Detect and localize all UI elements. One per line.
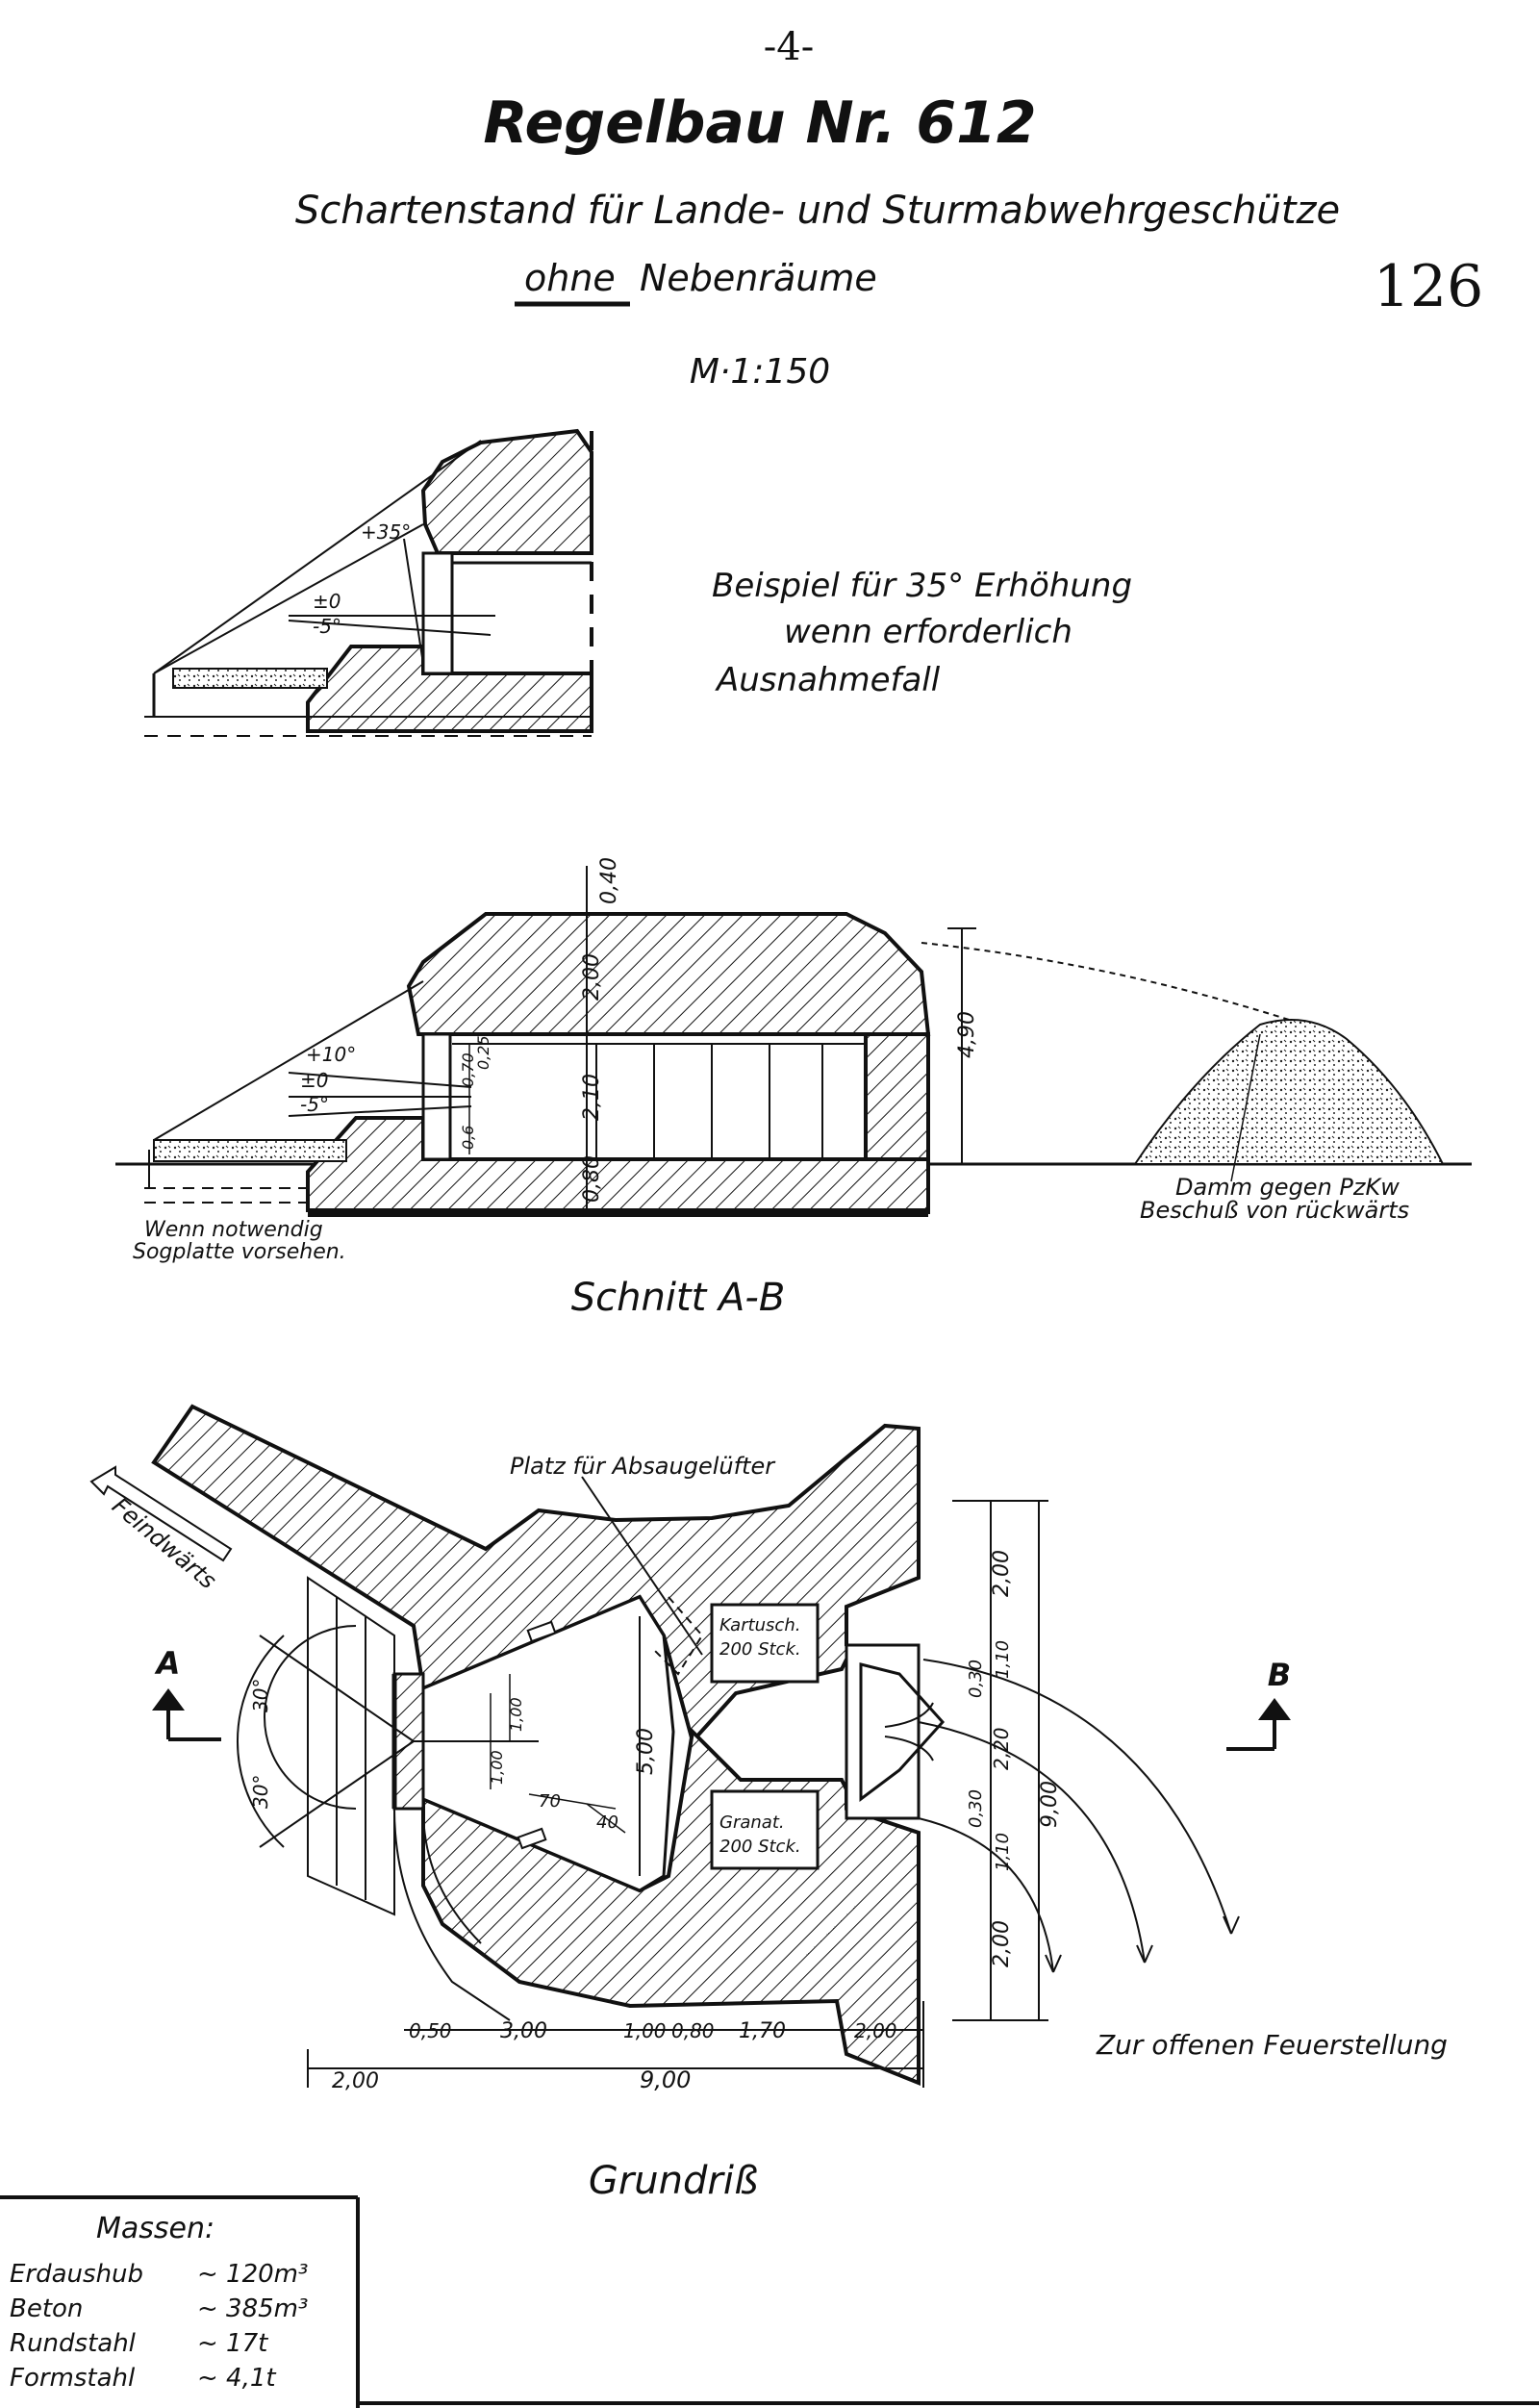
section-angle-up: +10°	[306, 1043, 356, 1066]
section-marker-b: B	[1268, 1657, 1291, 1693]
fire-angle-bottom: 30°	[249, 1775, 272, 1809]
bottom-dim-1: 0,50	[409, 2019, 452, 2042]
bottom-dim-4: 0,80	[671, 2019, 715, 2042]
bottom-dim-5: 1,70	[739, 2019, 786, 2043]
massen-row-value-3: ~ 4,1t	[197, 2364, 276, 2393]
bottom-dim-left: 2,00	[332, 2069, 379, 2093]
section-note-left-line2: Sogplatte vorsehen.	[133, 1240, 346, 1264]
section-dim-roof: 2,00	[580, 953, 604, 1001]
section-marker-a-arrow	[152, 1688, 185, 1711]
example-note-line2: wenn erforderlich	[784, 613, 1072, 651]
sheet-number: 126	[1374, 253, 1484, 320]
right-dim-4: 2,20	[990, 1727, 1013, 1770]
section-dim-floor: 0,80	[580, 1155, 604, 1203]
dam-note-line1: Damm gegen PzKw	[1175, 1174, 1400, 1201]
dim-40: 40	[596, 1812, 618, 1833]
massen-row-label-3: Formstahl	[10, 2364, 136, 2393]
room-cartridge-line1: Kartusch.	[719, 1615, 800, 1635]
fire-angle-top: 30°	[249, 1679, 272, 1712]
bottom-dim-6: 2,00	[854, 2019, 897, 2042]
massen-box	[0, 2195, 1539, 2408]
exit-note: Zur offenen Feuerstellung	[1096, 2029, 1448, 2061]
enemy-direction-arrow	[89, 1465, 233, 1562]
massen-row-label-1: Beton	[10, 2294, 83, 2323]
room-cartridge-line2: 200 Stck.	[719, 1639, 801, 1660]
right-dim-6: 1,10	[993, 1833, 1013, 1871]
massen-row-value-2: ~ 17t	[197, 2329, 268, 2358]
example-section: +35° ±0 -5°	[144, 428, 593, 737]
dam-note-line2: Beschuß von rückwärts	[1140, 1197, 1409, 1224]
floor-plan	[89, 1404, 1291, 2088]
section-angle-zero: ±0	[300, 1069, 328, 1092]
massen-row-value-1: ~ 385m³	[197, 2294, 308, 2323]
section-dim-small3: 0,6	[459, 1126, 477, 1150]
bottom-dim-3: 1,00	[623, 2019, 667, 2042]
massen-row-label-2: Rundstahl	[10, 2329, 137, 2358]
subtitle-rest: Nebenräume	[640, 257, 877, 299]
right-dim-1: 2,00	[990, 1550, 1014, 1597]
drawing-title: Regelbau Nr. 612	[483, 89, 1036, 157]
massen-title: Massen:	[96, 2212, 214, 2245]
anti-tank-dam	[1133, 1019, 1445, 1165]
right-dim-5: 0,30	[966, 1789, 986, 1828]
example-angle-down: -5°	[313, 615, 341, 638]
section-roof	[406, 912, 931, 1036]
section-ab: +10° ±0 -5° 0,40 2,00 2,10 0,80 0,70 0,2…	[115, 857, 1472, 1217]
bottom-dim-2: 3,00	[500, 2019, 547, 2043]
page-number: -4-	[764, 25, 814, 69]
example-angle-zero: ±0	[313, 590, 341, 613]
dim-70: 70	[539, 1791, 561, 1812]
section-dim-small2: 0,25	[474, 1035, 492, 1070]
example-roof	[420, 428, 593, 555]
dim-100a: 1,00	[488, 1750, 506, 1785]
room-shell-line1: Granat.	[719, 1812, 785, 1833]
right-dim-total: 9,00	[1038, 1781, 1062, 1828]
section-floor	[306, 1116, 930, 1212]
example-note-line3: Ausnahmefall	[715, 661, 941, 699]
section-dim-room: 2,10	[580, 1074, 604, 1121]
section-caption: Schnitt A-B	[571, 1276, 786, 1320]
example-angle-up: +35°	[361, 520, 411, 544]
dim-100b: 1,00	[507, 1697, 525, 1732]
section-dim-total: 4,90	[955, 1011, 979, 1058]
section-angle-down: -5°	[300, 1093, 329, 1116]
section-dim-small1: 0,70	[459, 1052, 477, 1087]
section-marker-a: A	[154, 1645, 181, 1682]
example-note-line1: Beispiel für 35° Erhöhung	[712, 567, 1132, 605]
room-shell-line2: 200 Stck.	[719, 1837, 801, 1857]
right-dim-7: 2,00	[990, 1920, 1014, 1967]
section-dim-top: 0,40	[597, 857, 621, 904]
massen-row-label-0: Erdaushub	[10, 2260, 143, 2289]
dim-inner-height: 5,00	[634, 1728, 658, 1775]
subtitle-underlined-word: ohne	[524, 257, 616, 299]
scale-label: M·1:150	[690, 352, 830, 392]
drawing-subtitle: Schartenstand für Lande- und Sturmabwehr…	[295, 189, 1340, 233]
section-note-left-line1: Wenn notwendig	[144, 1218, 323, 1242]
massen-row-value-0: ~ 120m³	[197, 2260, 308, 2289]
ventilator-note: Platz für Absaugelüfter	[510, 1453, 776, 1480]
plan-caption: Grundriß	[589, 2159, 758, 2203]
right-dim-3: 0,30	[966, 1660, 986, 1698]
bottom-dim-total: 9,00	[640, 2066, 691, 2093]
section-marker-b-arrow	[1258, 1698, 1291, 1720]
right-dim-2: 1,10	[993, 1640, 1013, 1679]
